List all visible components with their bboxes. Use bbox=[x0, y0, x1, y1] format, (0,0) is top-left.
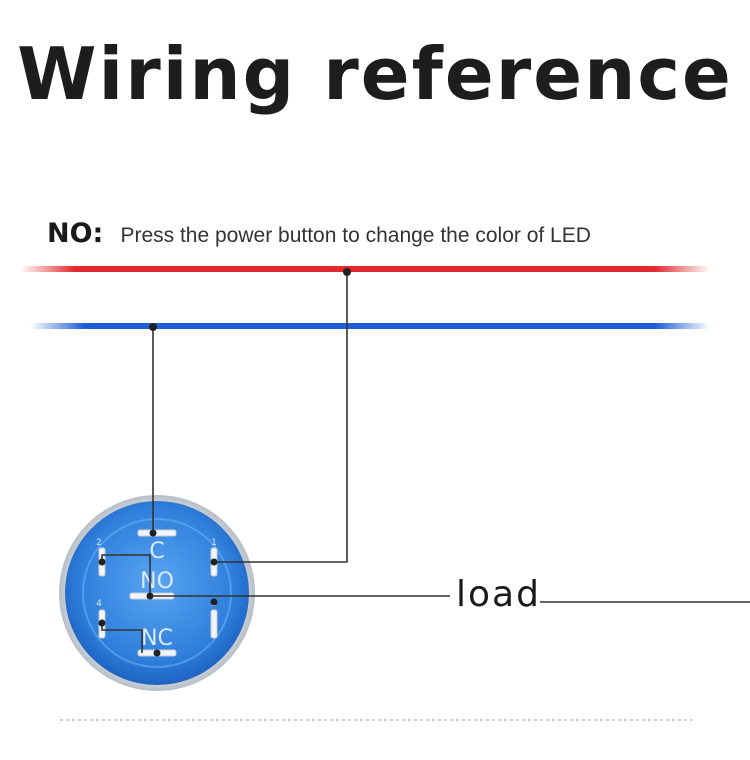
mode-label: NO: bbox=[47, 218, 104, 249]
page-title: Wiring reference bbox=[17, 32, 733, 116]
terminal-label-normally-closed: NC bbox=[141, 626, 173, 651]
positive-wire bbox=[20, 266, 710, 272]
terminal-label-normally-open: NO bbox=[140, 569, 174, 594]
mode-description: Press the power button to change the col… bbox=[120, 224, 591, 247]
junction-dot bbox=[149, 529, 157, 537]
terminal-led-right-bottom bbox=[210, 609, 218, 639]
junction-dot bbox=[98, 558, 106, 566]
pin-number-1: 1 bbox=[211, 538, 217, 548]
junction-dot bbox=[210, 558, 218, 566]
terminal-label-common: C bbox=[149, 539, 164, 564]
junction-dot bbox=[146, 592, 154, 600]
lead-wire-led-positive bbox=[214, 272, 348, 563]
junction-dot bbox=[149, 323, 157, 331]
junction-dot bbox=[98, 619, 106, 627]
pin-number-2: 2 bbox=[96, 538, 102, 548]
pin-number-4: 4 bbox=[96, 599, 102, 609]
junction-dot bbox=[210, 598, 218, 606]
junction-dot bbox=[343, 268, 351, 276]
negative-wire bbox=[30, 323, 710, 329]
load-label: load bbox=[456, 574, 541, 615]
mode-description-row: NO: Press the power button to change the… bbox=[47, 218, 591, 249]
terminal-common bbox=[137, 529, 177, 537]
junction-dot bbox=[153, 649, 161, 657]
